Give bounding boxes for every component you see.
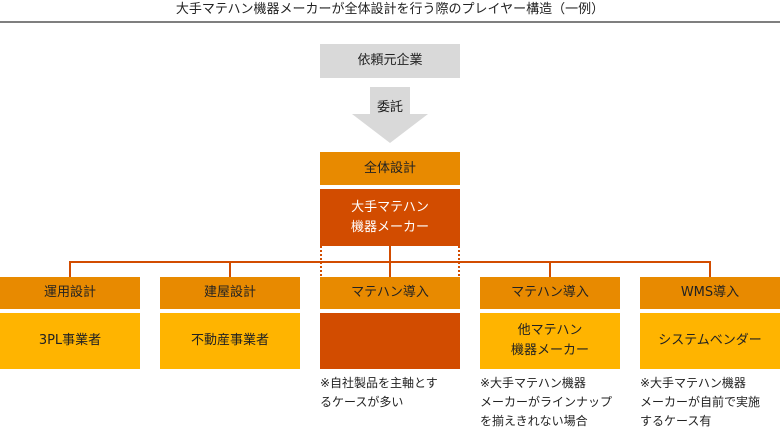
title-divider	[0, 21, 780, 23]
role-materials-handling-own: マテハン導入	[320, 277, 460, 309]
role-label: 建屋設計	[203, 285, 256, 300]
down-arrow-icon	[352, 87, 428, 143]
player-label: システムベンダー	[658, 333, 762, 348]
diagram-title: 大手マテハン機器メーカーが全体設計を行う際のプレイヤー構造（一例）	[175, 2, 605, 17]
role-label: マテハン導入	[511, 285, 589, 300]
player-label-line1: 他マテハン	[517, 323, 583, 338]
role-wms: WMS導入	[640, 277, 780, 309]
commission-label: 委託	[376, 100, 403, 115]
note-line: するケース有	[640, 414, 712, 428]
role-building-design: 建屋設計	[160, 277, 300, 309]
role-operations-design: 運用設計	[0, 277, 140, 309]
player-real-estate: 不動産事業者	[160, 313, 300, 369]
note-line: ※大手マテハン機器	[640, 376, 746, 390]
player-label-line2: 機器メーカー	[510, 343, 589, 358]
note-line: ※大手マテハン機器	[480, 376, 586, 390]
player-other-maker: 他マテハン 機器メーカー	[480, 313, 620, 369]
player-main-maker-self	[320, 313, 460, 369]
overall-design-label: 全体設計	[363, 160, 416, 176]
note-line: を揃えきれない場合	[480, 414, 588, 428]
role-label: 運用設計	[43, 285, 96, 300]
player-label: 不動産事業者	[190, 333, 269, 348]
note-line: るケースが多い	[320, 395, 404, 409]
note-line: ※自社製品を主軸とす	[320, 376, 438, 390]
main-maker-line1: 大手マテハン	[351, 199, 429, 215]
note-line: メーカーがラインナップ	[480, 395, 613, 409]
main-maker-line2: 機器メーカー	[350, 219, 429, 235]
note-own-products: ※自社製品を主軸とす るケースが多い	[320, 374, 470, 412]
role-materials-handling-other: マテハン導入	[480, 277, 620, 309]
role-label: WMS導入	[680, 285, 740, 300]
note-line: メーカーが自前で実施	[640, 395, 761, 409]
client-company-box: 依頼元企業	[320, 44, 460, 78]
player-system-vendor: システムベンダー	[640, 313, 780, 369]
main-maker-box: 大手マテハン 機器メーカー	[320, 189, 460, 246]
player-label: 3PL事業者	[38, 333, 102, 348]
client-company-label: 依頼元企業	[357, 53, 423, 68]
overall-design-role: 全体設計	[320, 152, 460, 185]
player-3pl: 3PL事業者	[0, 313, 140, 369]
role-label: マテハン導入	[351, 285, 429, 300]
note-in-house-wms: ※大手マテハン機器 メーカーが自前で実施 するケース有	[640, 374, 780, 431]
note-lineup-gap: ※大手マテハン機器 メーカーがラインナップ を揃えきれない場合	[480, 374, 630, 431]
